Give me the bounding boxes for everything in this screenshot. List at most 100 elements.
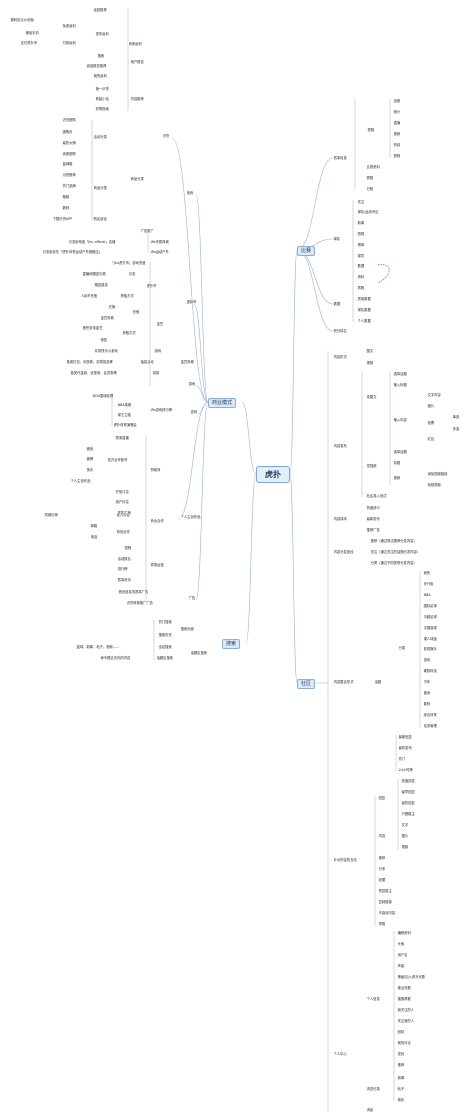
node[interactable]: 「Jhu虎扑币」游戏充值 <box>110 261 147 265</box>
node[interactable]: 游戏 <box>188 382 196 386</box>
node[interactable]: 命令跳区页内的内容 <box>100 656 131 660</box>
node[interactable]: 赛事信息 <box>333 156 348 160</box>
node[interactable]: 我关注的人 <box>397 1008 415 1012</box>
node[interactable]: 搜索 <box>97 54 105 58</box>
node[interactable]: 不喜欢内容 <box>378 911 396 915</box>
node[interactable]: 健身 <box>423 691 431 695</box>
node[interactable]: 我的返利 <box>93 74 108 78</box>
node[interactable]: 被点亮数 <box>397 986 412 990</box>
branch-match[interactable]: 比赛 <box>297 246 316 256</box>
node[interactable]: 微信手机 <box>25 31 40 35</box>
node[interactable]: 国际足球 <box>423 604 438 608</box>
node[interactable]: JRs专属商城 <box>150 240 170 244</box>
node[interactable]: 赛事资讯 <box>117 578 132 582</box>
node[interactable]: 卖家团购 <box>62 152 77 156</box>
node[interactable]: 内容分发途径 <box>333 550 354 554</box>
node[interactable]: 做任务领金豆 <box>82 326 103 330</box>
node[interactable]: 发视频 <box>366 464 378 468</box>
node[interactable]: 红包 <box>427 437 435 441</box>
node[interactable]: 金豆商城 <box>100 316 115 320</box>
node[interactable]: 跳转至比价页面 <box>10 18 35 22</box>
node[interactable]: 最热大牌 <box>62 141 77 145</box>
node[interactable]: 用户报告 <box>130 60 145 64</box>
node[interactable]: 选择话题 <box>393 372 408 376</box>
node[interactable]: 赛程 <box>393 154 401 158</box>
node[interactable]: 复制链接 <box>378 900 393 904</box>
node[interactable]: 我的 <box>423 571 431 575</box>
node[interactable]: 编辑资料 <box>397 931 412 935</box>
branch-community[interactable]: 社区 <box>297 679 316 689</box>
node[interactable]: 广告 <box>188 596 196 600</box>
node[interactable]: 发图文 <box>366 395 378 399</box>
node[interactable]: 排行榜 <box>117 567 129 571</box>
node[interactable]: 热门品牌 <box>62 184 77 188</box>
node[interactable]: 直播间赠送礼物 <box>82 272 107 276</box>
node[interactable]: 分类（通过不同类别分发内容） <box>370 561 418 565</box>
node[interactable]: 我的评论 <box>397 1041 412 1045</box>
node[interactable]: 视频 <box>366 361 374 365</box>
node[interactable]: 活动分类 <box>93 135 108 139</box>
node[interactable]: 同城约球 <box>44 513 59 517</box>
node[interactable]: 返回推荐 <box>93 8 108 12</box>
node[interactable]: 湖人球迷 <box>423 637 438 641</box>
node[interactable]: 返回报告推荐 <box>86 64 107 68</box>
node[interactable]: 引流到京东「虎扑体育运动户外旗舰店」 <box>42 250 103 254</box>
node[interactable]: 资料 <box>357 275 365 279</box>
node[interactable]: 用户评论 <box>115 500 130 504</box>
node[interactable]: 个人数据 <box>357 319 372 323</box>
node[interactable]: 推荐（通过算法推荐分发内容） <box>370 539 418 543</box>
node[interactable]: 24小时榜 <box>398 768 414 772</box>
node[interactable]: 针对内容的互动 <box>333 858 358 862</box>
node[interactable]: 数码 <box>423 702 431 706</box>
node[interactable]: 综合体育 <box>423 713 438 717</box>
node[interactable]: 兑换 <box>108 305 116 309</box>
node[interactable]: 新闻 <box>357 221 365 225</box>
node[interactable]: 推荐 <box>397 1063 405 1067</box>
node[interactable]: 赛程 <box>357 232 365 236</box>
node[interactable]: 邮箱 <box>90 524 98 528</box>
node[interactable]: 图片 <box>427 404 435 408</box>
node[interactable]: 商业合作 <box>150 519 165 523</box>
branch-search[interactable]: 搜索 <box>222 639 241 649</box>
node[interactable]: 跑鞋 <box>62 195 70 199</box>
node[interactable]: 引流 <box>128 272 136 276</box>
node[interactable]: 金豆商城 <box>180 360 195 364</box>
node[interactable]: 最新发布 <box>366 517 381 521</box>
node[interactable]: 付费返利 <box>62 41 77 45</box>
node[interactable]: 内容整合形式 <box>333 680 354 684</box>
node[interactable]: 内容形式 <box>333 355 348 359</box>
node[interactable]: 首页信息流赛事广告 <box>118 590 149 594</box>
node[interactable]: 回复 <box>378 796 386 800</box>
node[interactable]: 声望 <box>397 964 405 968</box>
node[interactable]: 战报 <box>393 99 401 103</box>
node[interactable]: 微信 <box>86 447 94 451</box>
node[interactable]: 数据 <box>333 302 341 306</box>
node[interactable]: 添加视频链接 <box>427 472 448 476</box>
node[interactable]: 回帖 <box>397 1030 405 1034</box>
node[interactable]: 各类红包、优惠券、实物奖品等 <box>66 360 114 364</box>
node[interactable]: 竞彩 <box>397 1098 405 1102</box>
node[interactable]: 榜单 <box>357 243 365 247</box>
node[interactable]: 赛程 <box>124 546 132 550</box>
node[interactable]: 推荐 <box>378 856 386 860</box>
node[interactable]: 游戏 <box>190 410 198 414</box>
node[interactable]: NBA <box>423 593 432 597</box>
node[interactable]: 直播 <box>393 121 401 125</box>
node[interactable]: 充值 <box>132 310 140 314</box>
node[interactable]: 最早回复 <box>401 790 416 794</box>
node[interactable]: 视频 <box>393 476 401 480</box>
node[interactable]: 多选 <box>452 427 460 431</box>
node[interactable]: 个人中心 <box>333 1052 348 1056</box>
node[interactable]: 赛程 <box>366 176 374 180</box>
node[interactable]: 免费返利 <box>62 24 77 28</box>
node[interactable]: 商务合作 <box>116 530 131 534</box>
node[interactable]: 支付虎扑币 <box>20 41 38 45</box>
node[interactable]: 搜索历史 <box>158 633 173 637</box>
node[interactable]: 汽车 <box>423 680 431 684</box>
node[interactable]: 等级/加入虎扑天数 <box>397 975 426 979</box>
node[interactable]: 获取方式 <box>120 294 135 298</box>
node[interactable]: 官方内容 <box>116 513 131 517</box>
node[interactable]: 赛事运营 <box>150 563 165 567</box>
node[interactable]: 关注我的人 <box>397 1019 415 1023</box>
node[interactable]: 关注 <box>357 200 365 204</box>
